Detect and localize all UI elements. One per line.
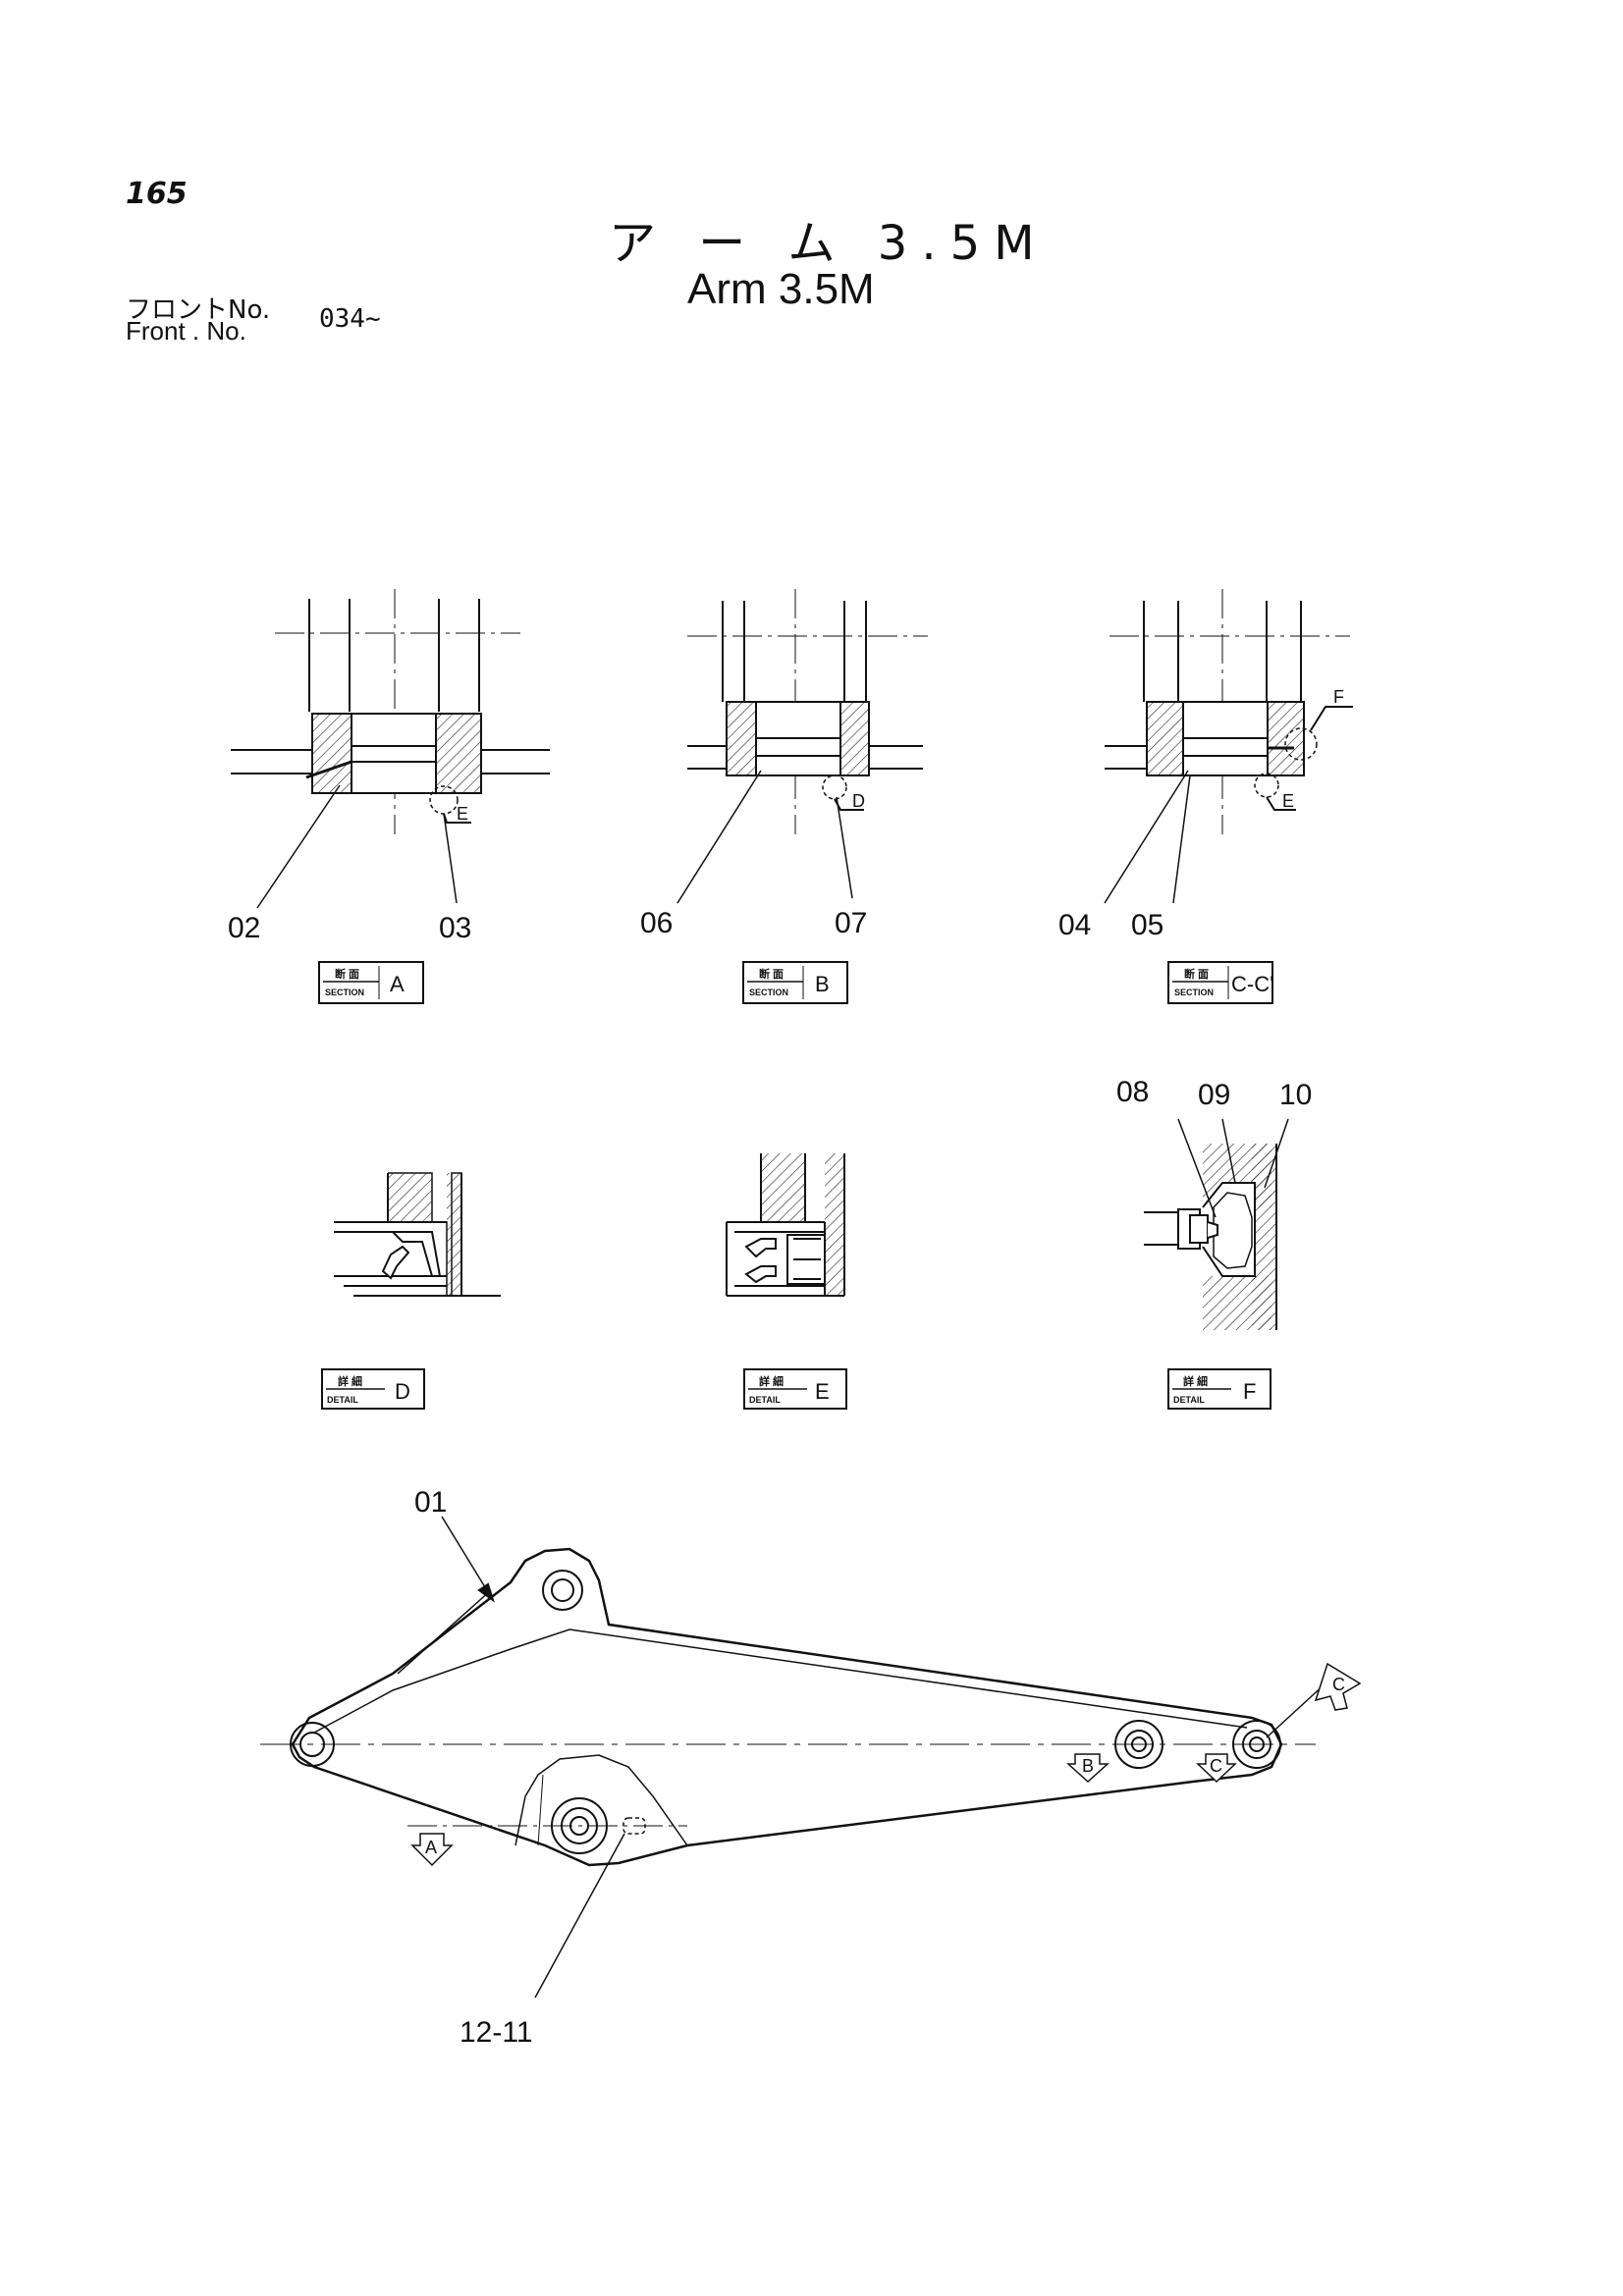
front-number-label-en: Front . No. <box>126 316 246 346</box>
front-number-label-jp: フロントNo. <box>126 295 271 325</box>
detail-ref-e-in-c: E <box>1282 791 1294 811</box>
section-b-small: SECTION <box>749 988 788 997</box>
arm-main-view <box>260 1516 1362 1999</box>
detail-d-letter: D <box>395 1379 410 1404</box>
callout-10: 10 <box>1279 1079 1312 1111</box>
front-number-range: 034~ <box>319 304 381 334</box>
callout-06: 06 <box>640 907 673 939</box>
view-arrow-a-label: A <box>425 1838 437 1857</box>
detail-f-kanji: 詳 細 <box>1183 1374 1208 1388</box>
section-cc-small: SECTION <box>1174 988 1214 997</box>
detail-ref-f-in-c: F <box>1333 687 1344 707</box>
detail-ref-e-in-a: E <box>457 804 468 824</box>
detail-d-small: DETAIL <box>327 1395 358 1405</box>
title-japanese: ア ー ム 3.5M <box>609 216 1049 271</box>
view-arrow-c-label: C <box>1332 1675 1345 1694</box>
callout-03: 03 <box>439 912 471 944</box>
view-arrow-b-label: B <box>1082 1756 1094 1776</box>
section-a-small: SECTION <box>325 988 364 997</box>
callout-01: 01 <box>414 1486 447 1519</box>
callout-02: 02 <box>228 912 260 944</box>
page-number: 165 <box>126 177 188 211</box>
callout-07: 07 <box>835 907 867 939</box>
detail-f-letter: F <box>1243 1379 1256 1404</box>
view-arrow-c2-label: C <box>1210 1756 1222 1776</box>
detail-d-kanji: 詳 細 <box>338 1374 362 1388</box>
section-cc-letter: C-C' <box>1231 972 1273 996</box>
section-cc-view <box>1104 589 1353 1004</box>
callout-09: 09 <box>1198 1079 1230 1111</box>
section-b-letter: B <box>815 972 830 996</box>
detail-f-view <box>1144 1118 1289 1410</box>
detail-e-view <box>726 1153 847 1410</box>
title-english: Arm 3.5M <box>687 265 875 313</box>
callout-04: 04 <box>1058 909 1091 941</box>
detail-e-kanji: 詳 細 <box>759 1374 784 1388</box>
detail-e-small: DETAIL <box>749 1395 781 1405</box>
callout-12-11: 12-11 <box>460 2016 533 2049</box>
section-a-letter: A <box>390 972 405 996</box>
callout-08: 08 <box>1116 1076 1149 1108</box>
section-b-kanji: 断 面 <box>759 967 784 981</box>
section-b-view <box>676 589 928 1004</box>
section-a-kanji: 断 面 <box>335 967 359 981</box>
detail-f-small: DETAIL <box>1173 1395 1205 1405</box>
detail-e-letter: E <box>815 1379 830 1404</box>
callout-05: 05 <box>1131 909 1163 941</box>
detail-ref-d-in-b: D <box>852 791 865 811</box>
detail-d-view <box>321 1172 501 1410</box>
section-a-view <box>231 589 550 1004</box>
section-cc-kanji: 断 面 <box>1184 967 1209 981</box>
